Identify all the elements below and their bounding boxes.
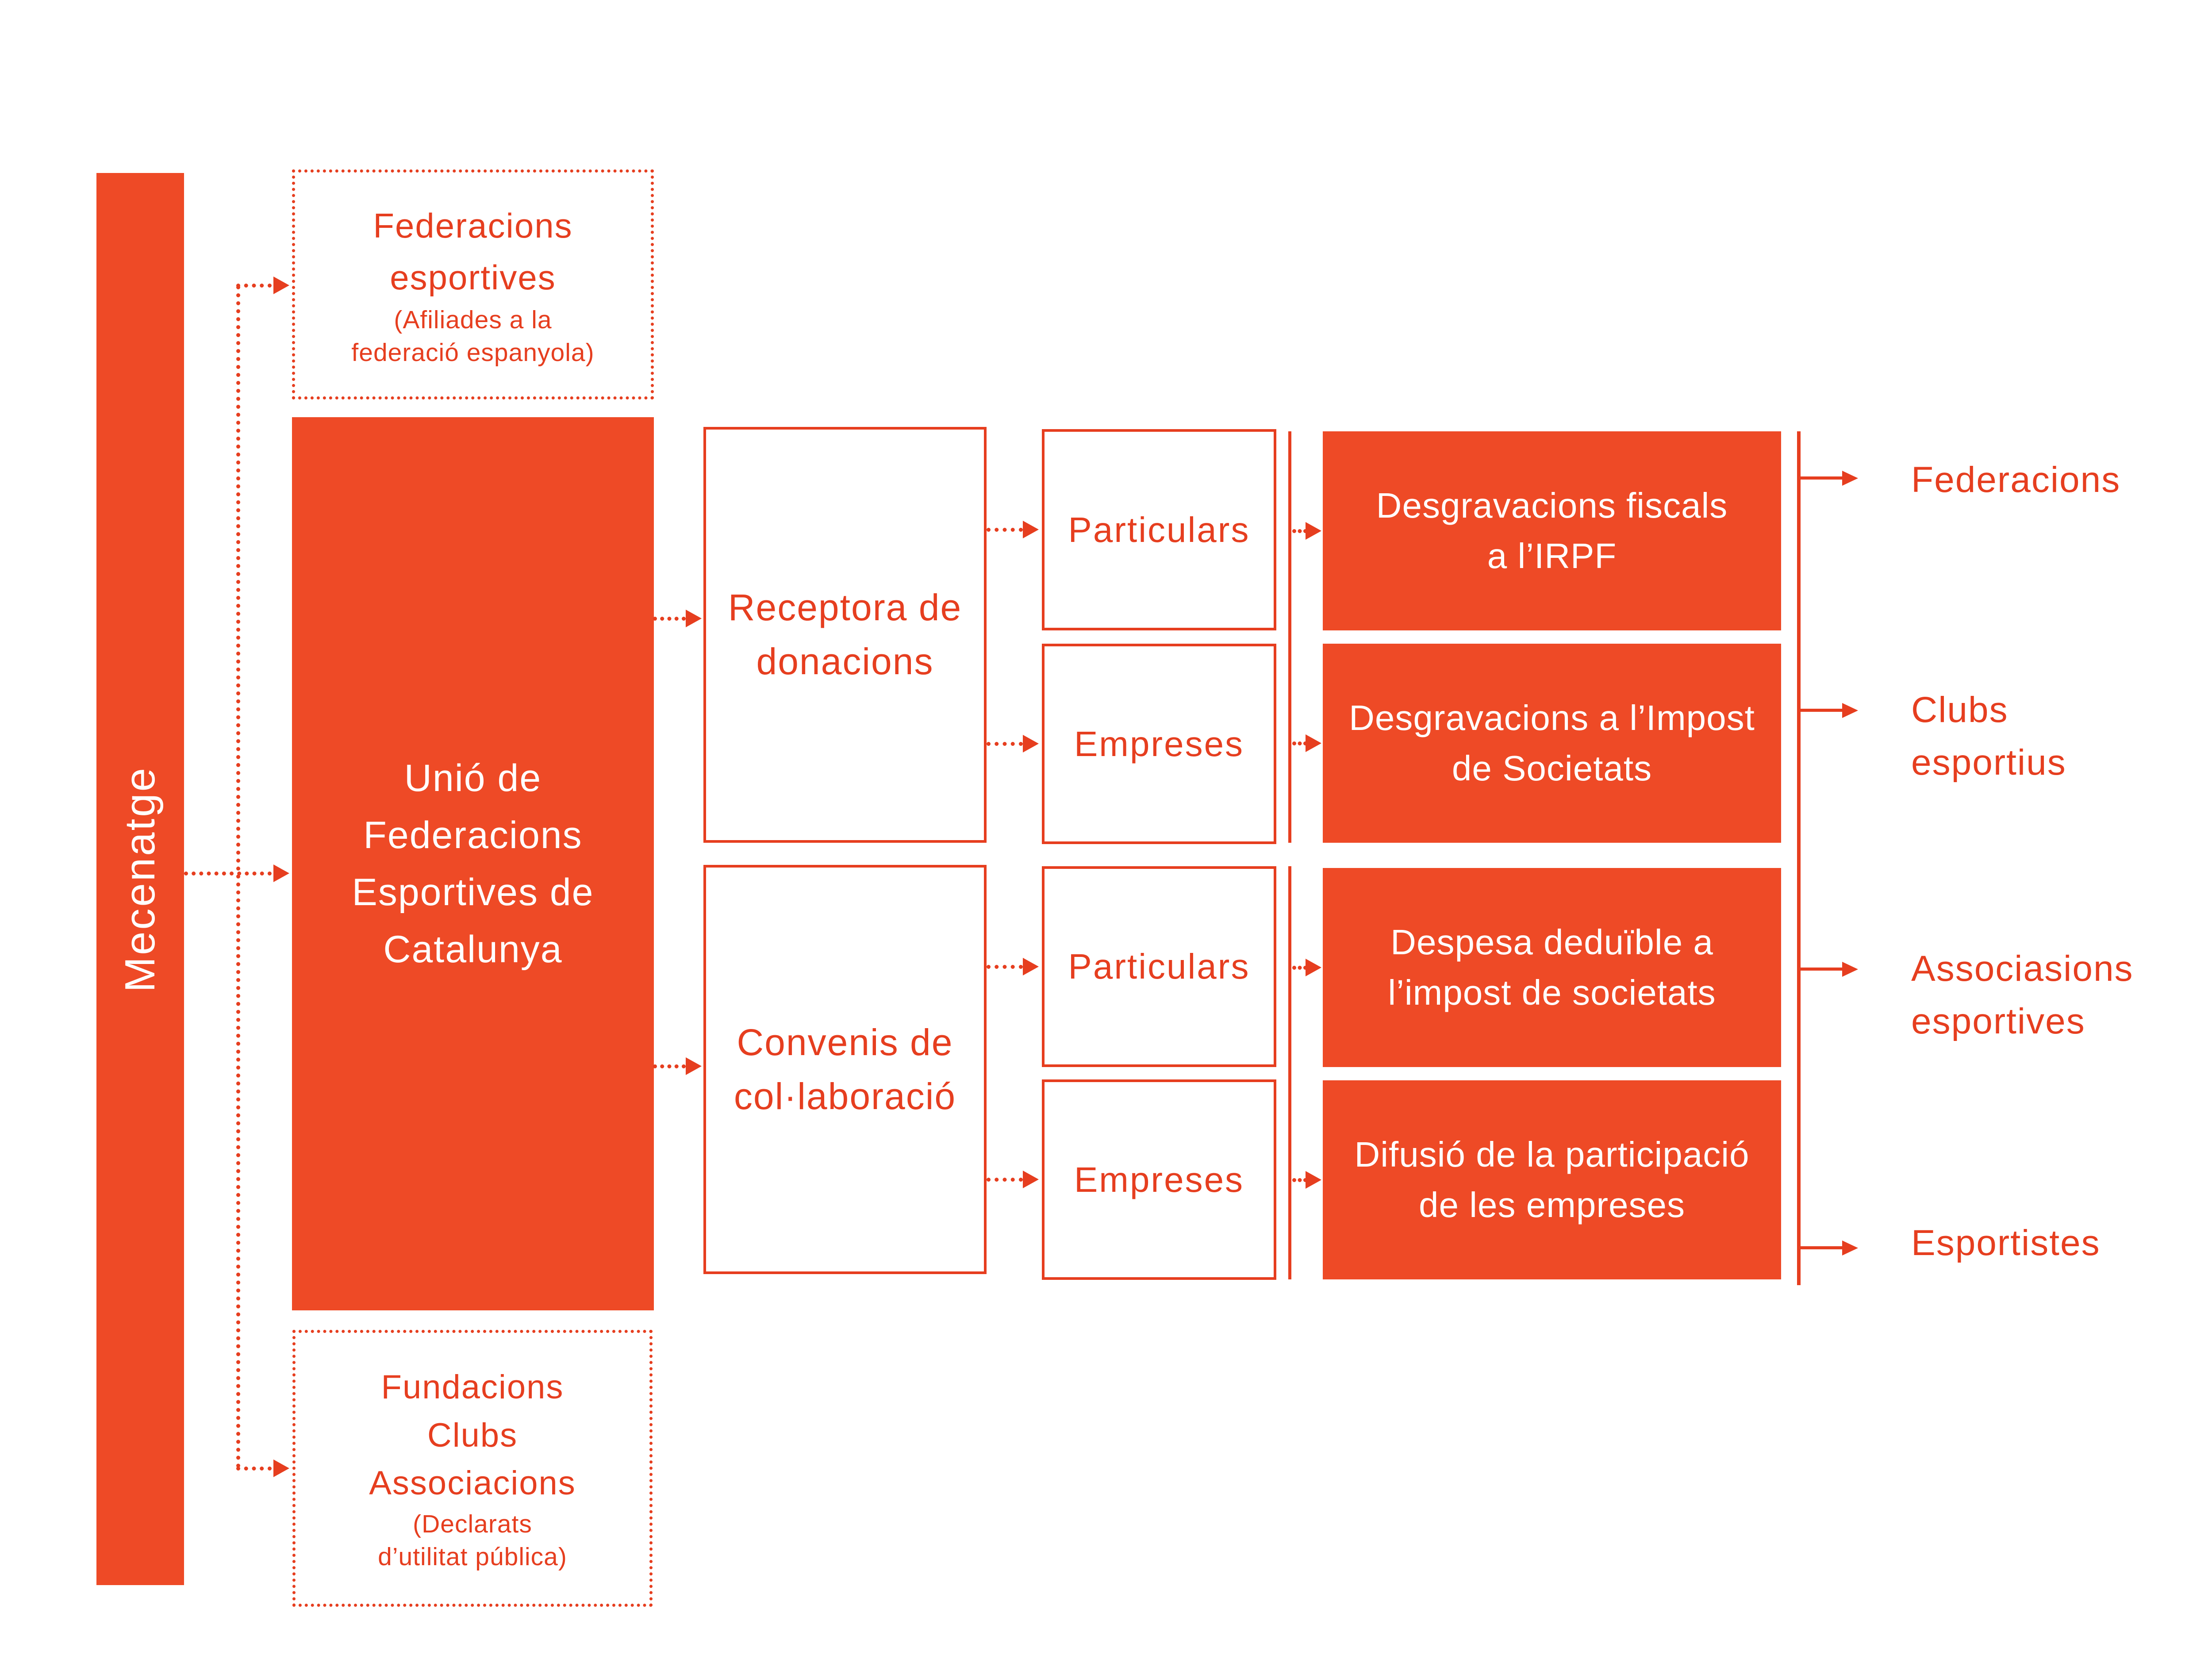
arrowhead-unio-receptora xyxy=(686,610,702,627)
federacions-sub2: federació espanyola) xyxy=(351,338,595,367)
despesa-line2: l’impost de societats xyxy=(1388,973,1716,1012)
despesa-deduible-box: Despesa deduïble a l’impost de societats xyxy=(1323,868,1781,1067)
empreses-box-2: Empreses xyxy=(1042,1079,1276,1280)
arrow-to-societats xyxy=(1292,741,1307,745)
label-associacions-esportives: Associasions esportives xyxy=(1911,948,2134,1041)
branch-line-vertical xyxy=(236,285,240,1468)
arrow-convenis-empreses2 xyxy=(987,1178,1023,1182)
arrow-receptora-empreses1 xyxy=(987,742,1023,746)
beneficiaries-collector-line xyxy=(1797,431,1801,1285)
difusio-line1: Difusió de la participació xyxy=(1354,1135,1750,1175)
federacions-line2: esportives xyxy=(390,257,556,297)
irpf-line1: Desgravacions fiscals xyxy=(1376,486,1728,526)
arrow-esportistes xyxy=(1801,1246,1843,1249)
receptora-donacions-box: Receptora de donacions xyxy=(703,427,987,843)
arrowhead-associacions xyxy=(1842,962,1858,977)
arrowhead-clubs xyxy=(1842,703,1858,718)
mecenatge-bar: Mecenatge xyxy=(96,173,184,1585)
arrow-unio-convenis xyxy=(653,1064,686,1068)
unio-line1: Unió de xyxy=(404,756,542,799)
arrowhead-to-difusio xyxy=(1306,1171,1321,1189)
arrowhead-receptora-empreses1 xyxy=(1023,735,1039,753)
fundacions-line2: Clubs xyxy=(427,1416,518,1454)
arrow-clubs xyxy=(1801,709,1843,712)
federacions-esportives-box: Federacions esportives (Afiliades a la f… xyxy=(292,169,654,399)
label-clubs-esportius: Clubs esportius xyxy=(1911,690,2066,783)
convenis-line2: col·laboració xyxy=(733,1075,956,1117)
empreses-2-label: Empreses xyxy=(1074,1160,1244,1199)
arrowhead-receptora-particulars1 xyxy=(1023,521,1039,538)
divider-line-bottom-group xyxy=(1288,866,1291,1279)
mecenatge-label: Mecenatge xyxy=(116,766,164,992)
arrowhead-convenis-empreses2 xyxy=(1023,1171,1039,1188)
difusio-participacio-box: Difusió de la participació de les empres… xyxy=(1323,1080,1781,1279)
arrowhead-unio-convenis xyxy=(686,1057,702,1075)
arrowhead-to-irpf xyxy=(1306,522,1321,540)
arrow-to-irpf xyxy=(1292,529,1307,533)
arrow-federacions xyxy=(1801,476,1843,480)
federacions-sub1: (Afiliades a la xyxy=(394,305,552,334)
federacions-line1: Federacions xyxy=(373,206,573,245)
arrowhead-to-fundacions-box xyxy=(273,1459,289,1477)
particulars-box-2: Particulars xyxy=(1042,866,1276,1067)
fundacions-sub2: d’utilitat pública) xyxy=(378,1543,567,1571)
particulars-box-1: Particulars xyxy=(1042,429,1276,630)
arrow-receptora-particulars1 xyxy=(987,528,1023,532)
arrowhead-to-despesa xyxy=(1306,959,1321,976)
arrow-unio-receptora xyxy=(653,617,686,621)
label-esportistes: Esportistes xyxy=(1911,1222,2101,1263)
arrowhead-to-societats xyxy=(1306,734,1321,752)
arrowhead-convenis-particulars2 xyxy=(1023,958,1039,975)
convenis-line1: Convenis de xyxy=(737,1021,953,1063)
branch-stub-top xyxy=(236,284,272,288)
receptora-line2: donacions xyxy=(756,641,934,682)
arrowhead-to-unio-box xyxy=(273,864,289,882)
arrowhead-federacions xyxy=(1842,471,1858,486)
label-federacions: Federacions xyxy=(1911,459,2121,500)
fundacions-sub1: (Declarats xyxy=(413,1509,532,1538)
arrowhead-to-federacions-box xyxy=(273,276,289,294)
branch-stub-bottom xyxy=(236,1467,272,1471)
convenis-collaboracio-box: Convenis de col·laboració xyxy=(703,865,987,1274)
unio-line2: Federacions xyxy=(363,814,583,856)
arrow-associacions xyxy=(1801,968,1843,971)
despesa-line1: Despesa deduïble a xyxy=(1390,922,1713,962)
difusio-line2: de les empreses xyxy=(1419,1185,1685,1225)
arrow-convenis-particulars2 xyxy=(987,965,1023,969)
fundacions-clubs-box: Fundacions Clubs Associacions (Declarats… xyxy=(292,1330,653,1607)
unio-line3: Esportives de xyxy=(352,871,594,914)
irpf-line2: a l’IRPF xyxy=(1487,536,1617,576)
unio-federacions-box: Unió de Federacions Esportives de Catalu… xyxy=(292,417,654,1310)
societats-line1: Desgravacions a l’Impost xyxy=(1349,698,1755,738)
fundacions-line3: Associacions xyxy=(369,1464,576,1502)
desgravacions-societats-box: Desgravacions a l’Impost de Societats xyxy=(1323,644,1781,843)
societats-line2: de Societats xyxy=(1452,749,1652,788)
arrowhead-esportistes xyxy=(1842,1240,1858,1256)
unio-line4: Catalunya xyxy=(383,928,563,971)
fundacions-line1: Fundacions xyxy=(381,1368,564,1406)
empreses-box-1: Empreses xyxy=(1042,644,1276,844)
arrow-to-despesa xyxy=(1292,966,1307,970)
particulars-1-label: Particulars xyxy=(1068,510,1250,549)
receptora-line1: Receptora de xyxy=(728,587,962,629)
desgravacions-irpf-box: Desgravacions fiscals a l’IRPF xyxy=(1323,431,1781,630)
empreses-1-label: Empreses xyxy=(1074,724,1244,764)
divider-line-top-group xyxy=(1288,431,1291,843)
arrow-to-difusio xyxy=(1292,1178,1307,1182)
particulars-2-label: Particulars xyxy=(1068,947,1250,986)
branch-arrow-middle xyxy=(184,872,272,875)
